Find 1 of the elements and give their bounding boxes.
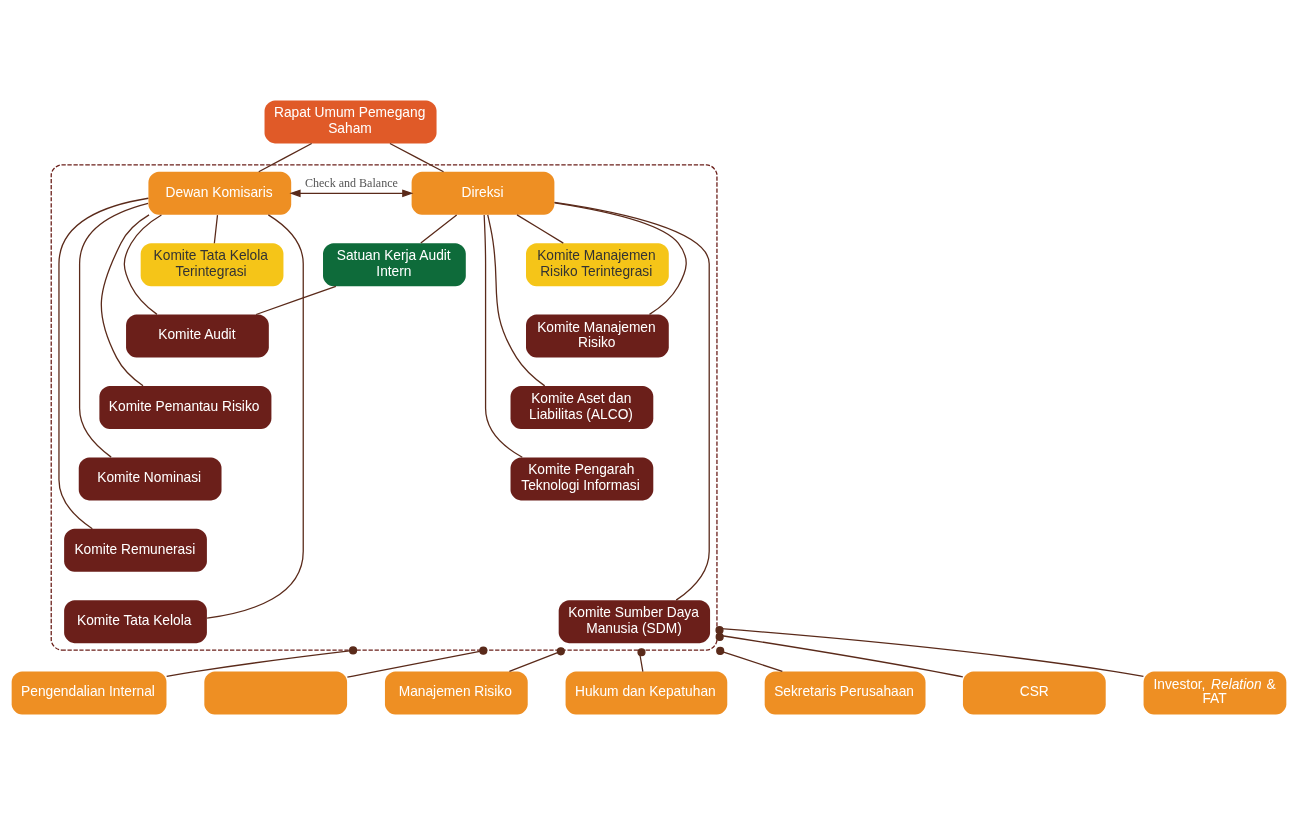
edge-label: Check and Balance	[304, 175, 398, 190]
